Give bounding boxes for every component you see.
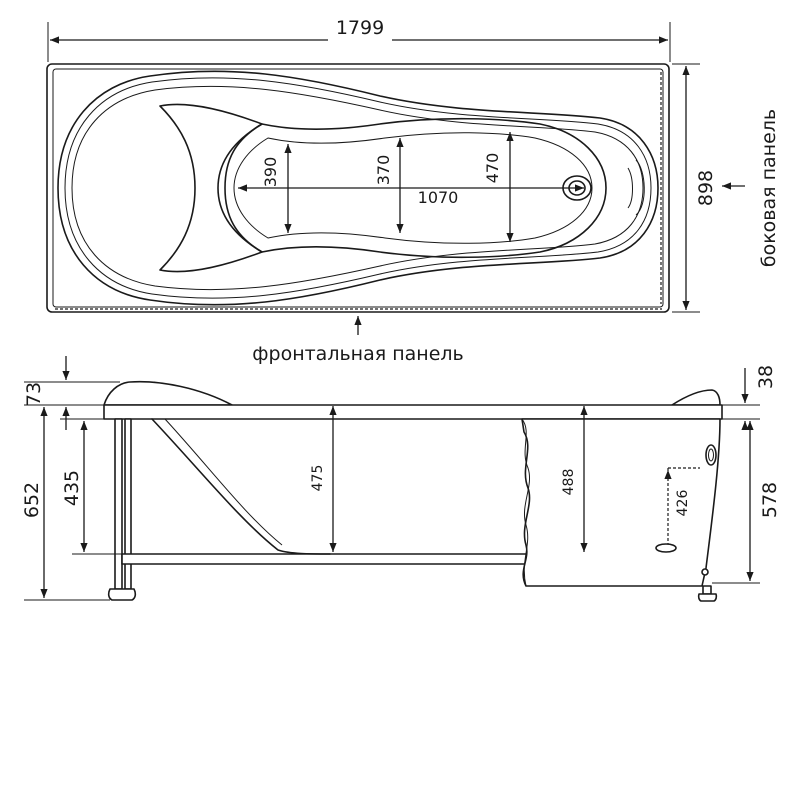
width-drain-label: 470 (483, 153, 502, 184)
headrest-bump (103, 380, 233, 406)
width-drain-dimension: 470 (483, 132, 514, 242)
front-panel-label: фронтальная панель (252, 343, 463, 365)
width-headrest-label: 390 (261, 157, 280, 188)
depth-foot-dimension: 488 (561, 406, 588, 552)
width-middle-label: 370 (374, 155, 393, 186)
width-middle-dimension: 370 (374, 138, 404, 233)
depth-foot-label: 488 (561, 469, 577, 496)
tub-body-slope (151, 418, 331, 555)
side-panel-label: боковая панель (758, 109, 780, 267)
rim-thickness-dimension: 38 (741, 365, 777, 430)
bowl-outline-outer (57, 70, 659, 306)
support-frame-bar (121, 553, 528, 565)
foot-end-curve (635, 159, 645, 216)
drain-bottom (655, 543, 677, 553)
leg-height-label: 435 (61, 470, 83, 506)
inner-basin (217, 117, 607, 259)
right-leg (697, 568, 718, 602)
top-view: 1799 1070 390 (46, 17, 780, 365)
inner-length-label: 1070 (418, 188, 459, 207)
overall-width-label: 898 (695, 170, 717, 206)
overall-width-dimension: 898 (672, 63, 717, 313)
drain-height-dimension: 426 (664, 467, 700, 544)
overall-length-label: 1799 (336, 17, 384, 39)
side-panel-callout: боковая панель (722, 109, 780, 267)
front-panel-callout: фронтальная панель (252, 316, 464, 365)
body-height-label: 578 (759, 482, 781, 518)
bowl-outline-second (64, 77, 652, 299)
tub-rim-inner-line (52, 68, 664, 308)
inner-length-dimension: 1070 (238, 184, 584, 207)
overall-length-dimension: 1799 (47, 17, 671, 62)
front-panel-cutaway-edge (521, 418, 530, 587)
leg-height-dimension: 435 (61, 421, 88, 552)
foot-end-curve-2 (627, 167, 633, 209)
total-height-label: 652 (21, 482, 43, 518)
depth-head-label: 475 (310, 465, 326, 492)
headrest-height-dimension: 73 (23, 356, 70, 430)
body-height-dimension: 578 (746, 421, 781, 581)
left-legs (107, 418, 137, 601)
overflow-fitting (705, 444, 717, 466)
headrest-height-label: 73 (23, 382, 45, 406)
inner-basin-floor (233, 132, 593, 244)
tub-rim (103, 404, 723, 420)
width-headrest-dimension: 390 (261, 144, 292, 233)
drain-height-label: 426 (675, 490, 691, 517)
depth-head-dimension: 475 (310, 406, 337, 552)
tub-body-slope-inner (164, 418, 283, 546)
side-view: 475 488 426 73 652 (21, 356, 781, 602)
total-height-dimension: 652 (21, 407, 48, 598)
rim-thickness-label: 38 (755, 365, 777, 389)
bowl-outline-third (71, 85, 644, 291)
tub-outer-frame (46, 63, 670, 313)
foot-end-bump (671, 389, 721, 406)
